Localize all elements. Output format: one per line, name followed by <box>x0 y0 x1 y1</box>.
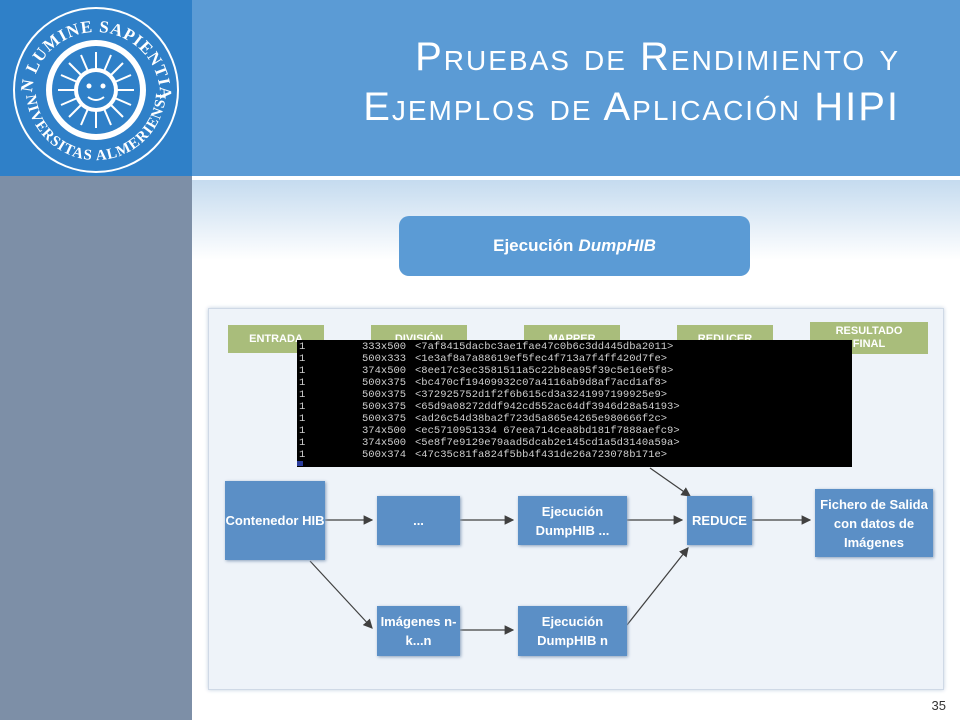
console-hash: <ad26c54d38ba2f723d5a865e4265e980666f2c> <box>415 413 668 425</box>
console-size: 500x375 <box>362 413 407 425</box>
console-hash: <1e3af8a7a88619ef5fec4f713a7f4ff420d7fe> <box>415 353 668 365</box>
console-size: 500x375 <box>362 389 407 401</box>
console-size: 374x500 <box>362 365 407 377</box>
console-count: 1 <box>299 449 306 461</box>
pill-label: Ejecución <box>493 236 574 255</box>
console-count: 1 <box>299 425 306 437</box>
node-imagenes-nk: Imágenes n-k...n <box>377 606 460 656</box>
console-hash: <5e8f7e9129e79aad5dcab2e145cd1a5d3140a59… <box>415 437 680 449</box>
console-hash: <47c35c81fa824f5bb4f431de26a723078b171e> <box>415 449 668 461</box>
console-count: 1 <box>299 389 306 401</box>
section-pill: Ejecución DumpHIB <box>399 216 750 276</box>
console-count: 1 <box>299 413 306 425</box>
console-size: 500x375 <box>362 401 407 413</box>
node-fichero-salida: Fichero de Salida con datos de Imágenes <box>815 489 933 557</box>
console-size: 374x500 <box>362 437 407 449</box>
console-count: 1 <box>299 341 306 353</box>
pill-label-italic: DumpHIB <box>578 236 656 255</box>
slide-title: Pruebas de Rendimiento y Ejemplos de Apl… <box>363 32 900 132</box>
console-count: 1 <box>299 437 306 449</box>
console-hash: <65d9a08272ddf942cd552ac64df3946d28a5419… <box>415 401 680 413</box>
console-count: 1 <box>299 401 306 413</box>
console-count: 1 <box>299 365 306 377</box>
university-seal-icon: IN LUMINE SAPIENTIA UNIVERSITAS ALMERIEN… <box>6 0 179 173</box>
console-count: 1 <box>299 377 306 389</box>
node-ejecucion-dumphib-mid: Ejecución DumpHIB ... <box>518 496 627 545</box>
console-cursor <box>297 461 303 466</box>
console-hash: <372925752d1f2f6b615cd3a3241997199925e9> <box>415 389 668 401</box>
console-hash: <8ee17c3ec3581511a5c22b8ea95f39c5e16e5f8… <box>415 365 674 377</box>
console-size: 500x375 <box>362 377 407 389</box>
console-size: 333x500 <box>362 341 407 353</box>
slide-header <box>192 0 960 176</box>
header-separator <box>192 176 960 180</box>
console-size: 500x374 <box>362 449 407 461</box>
slide-title-line-1: Pruebas de Rendimiento y <box>415 35 900 79</box>
node-reduce: REDUCE <box>687 496 752 545</box>
page-number: 35 <box>931 698 946 713</box>
node-ejecucion-dumphib-n: Ejecución DumpHIB n <box>518 606 627 656</box>
node-dots: ... <box>377 496 460 545</box>
console-output: 1 333x500 <7af8415dacbc3ae1fae47c0b6c3dd… <box>297 340 852 467</box>
console-count: 1 <box>299 353 306 365</box>
left-sidebar-bar <box>0 176 192 720</box>
node-contenedor-hib: Contenedor HIB <box>225 481 325 560</box>
slide-title-line-2: Ejemplos de Aplicación HIPI <box>363 85 900 129</box>
console-hash: <ec5710951334 67eea714cea8bd181f7888aefc… <box>415 425 680 437</box>
university-logo-area: IN LUMINE SAPIENTIA UNIVERSITAS ALMERIEN… <box>0 0 192 176</box>
console-hash: <7af8415dacbc3ae1fae47c0b6c3dd445dba2011… <box>415 341 674 353</box>
console-size: 374x500 <box>362 425 407 437</box>
console-size: 500x333 <box>362 353 407 365</box>
console-hash: <bc470cf19409932c07a4116ab9d8af7acd1af8> <box>415 377 668 389</box>
